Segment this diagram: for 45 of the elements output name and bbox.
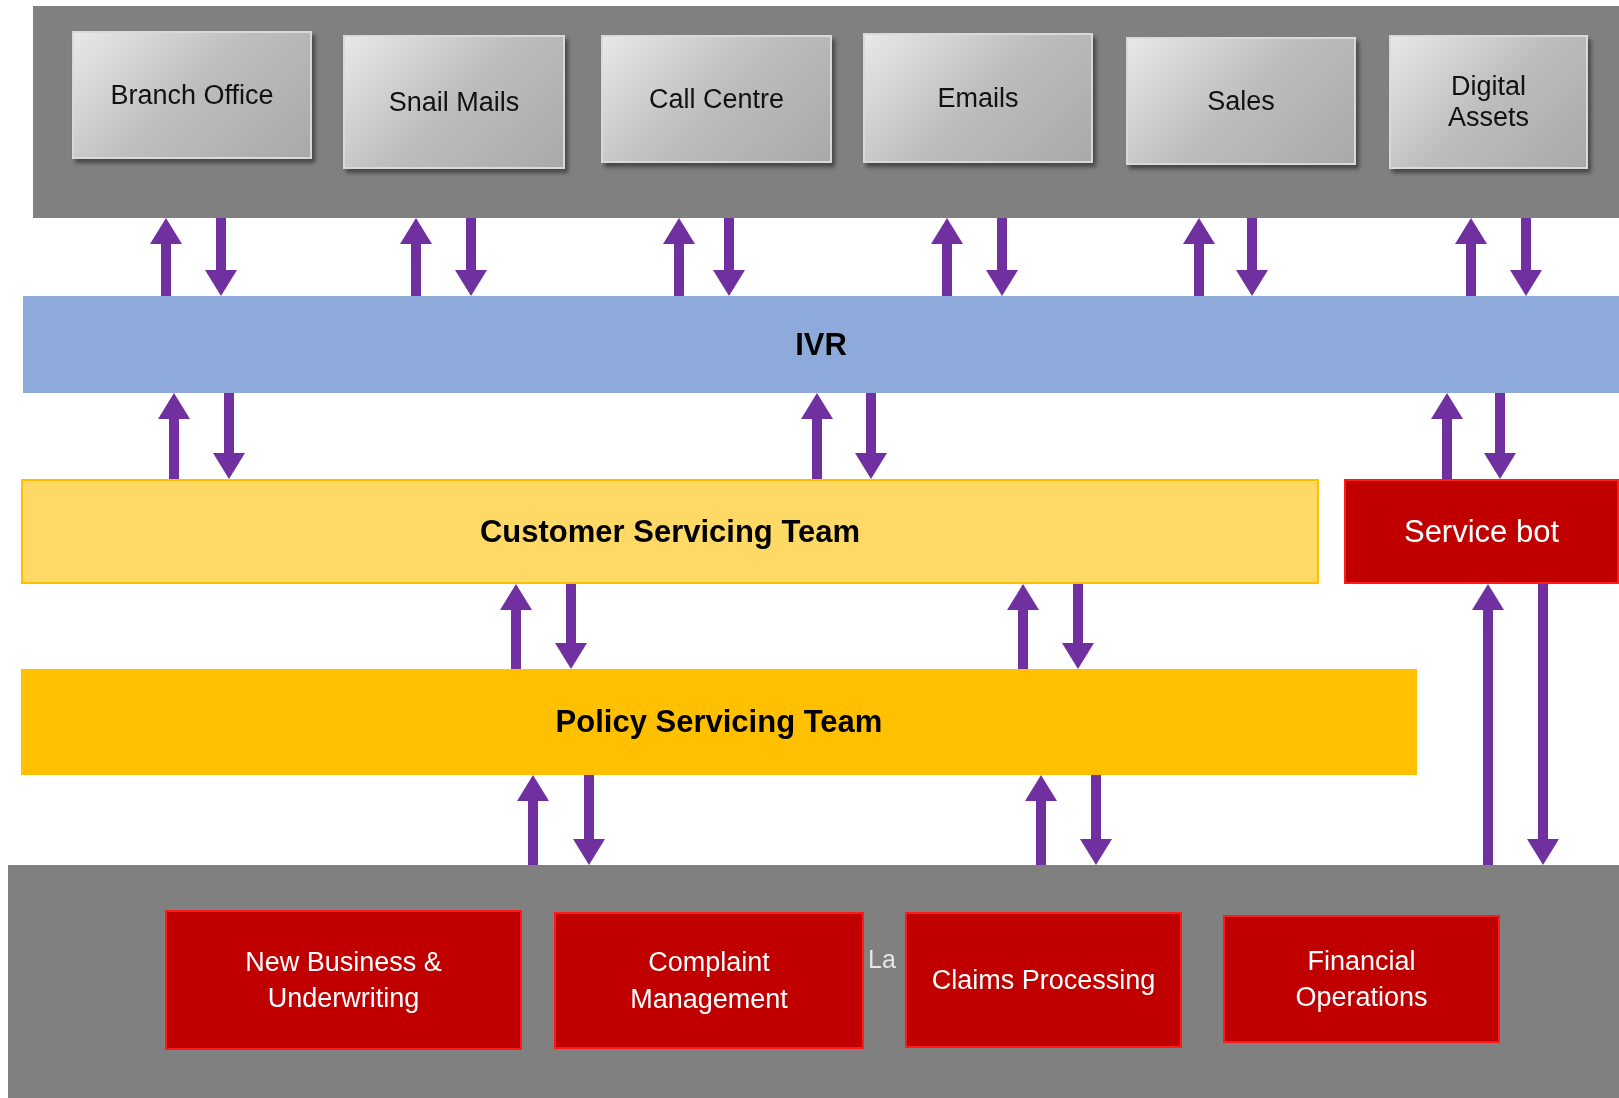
function-box: Financial Operations [1223, 915, 1500, 1043]
arrow [1431, 393, 1463, 479]
arrow [1080, 775, 1112, 865]
channel-button: Snail Mails [343, 35, 565, 169]
channel-button: Call Centre [601, 35, 832, 163]
bottom-band [8, 865, 1619, 1098]
arrow [1183, 218, 1215, 296]
arrow [555, 584, 587, 669]
function-box: Complaint Management [554, 912, 864, 1049]
channel-button: Sales [1126, 37, 1356, 165]
arrow [986, 218, 1018, 296]
ivr-band: IVR [23, 296, 1619, 393]
arrow [1527, 584, 1559, 865]
arrow [205, 218, 237, 296]
arrow [213, 393, 245, 479]
arrow [1007, 584, 1039, 669]
channel-button: Branch Office [72, 31, 312, 159]
function-box: New Business & Underwriting [165, 910, 522, 1050]
arrow [573, 775, 605, 865]
arrow [517, 775, 549, 865]
arrow [400, 218, 432, 296]
arrow [150, 218, 182, 296]
arrow [1455, 218, 1487, 296]
arrow [663, 218, 695, 296]
arrow [455, 218, 487, 296]
arrow [1472, 584, 1504, 865]
function-box: Claims Processing [905, 912, 1182, 1048]
arrow [500, 584, 532, 669]
arrow [1484, 393, 1516, 479]
arrow [1025, 775, 1057, 865]
channel-button: Emails [863, 33, 1093, 163]
arrow [855, 393, 887, 479]
arrow [713, 218, 745, 296]
arrow [1510, 218, 1542, 296]
band-label: La [868, 945, 896, 974]
arrow [931, 218, 963, 296]
top-band [33, 6, 1619, 218]
arrow [158, 393, 190, 479]
team-band: Policy Servicing Team [21, 669, 1417, 775]
team-band: Customer Servicing Team [21, 479, 1319, 584]
arrow [801, 393, 833, 479]
service-bot-box: Service bot [1344, 479, 1619, 584]
channel-button: Digital Assets [1389, 35, 1588, 169]
arrow [1236, 218, 1268, 296]
arrow [1062, 584, 1094, 669]
